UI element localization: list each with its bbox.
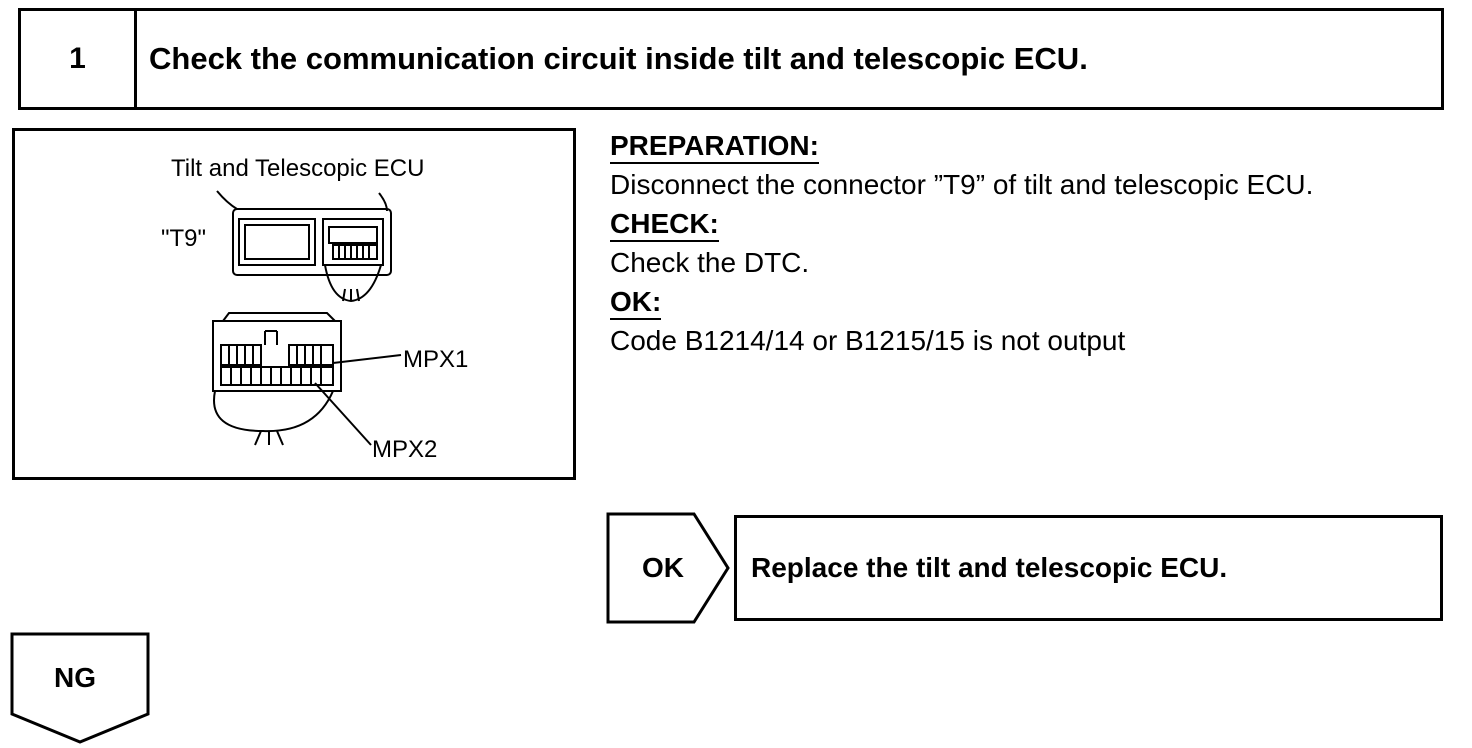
ng-branch-arrow: NG [10,632,150,744]
step-title: Check the communication circuit inside t… [149,41,1088,76]
connector-t9-label: "T9" [161,225,206,252]
ok-result-box: Replace the tilt and telescopic ECU. [734,515,1443,621]
preparation-heading: PREPARATION: [610,130,819,164]
ok-branch-arrow: OK [606,512,730,624]
ok-label: OK [642,552,684,583]
ng-arrow-shape [10,632,150,744]
ok-arrow-shape [606,512,730,624]
step-header: 1 Check the communication circuit inside… [18,8,1444,110]
check-heading: CHECK: [610,208,719,242]
connector-diagram: Tilt and Telescopic ECU "T9" MPX1 MPX2 [161,155,468,463]
ok-heading: OK: [610,286,662,320]
figure-title: Tilt and Telescopic ECU [171,155,424,182]
step-number: 1 [21,11,137,107]
instructions: PREPARATION: Disconnect the connector ”T… [610,126,1460,360]
ecu-unit [216,190,392,303]
harness-connector [212,312,402,446]
ng-label: NG [54,662,96,693]
ok-action-text: Replace the tilt and telescopic ECU. [751,552,1228,583]
mpx2-label: MPX2 [372,436,437,463]
check-text: Check the DTC. [610,247,810,278]
mpx1-label: MPX1 [403,346,468,373]
preparation-text: Disconnect the connector ”T9” of tilt an… [610,169,1314,200]
connector-figure: Tilt and Telescopic ECU "T9" MPX1 MPX2 [12,128,576,480]
ok-text: Code B1214/14 or B1215/15 is not output [610,325,1126,356]
